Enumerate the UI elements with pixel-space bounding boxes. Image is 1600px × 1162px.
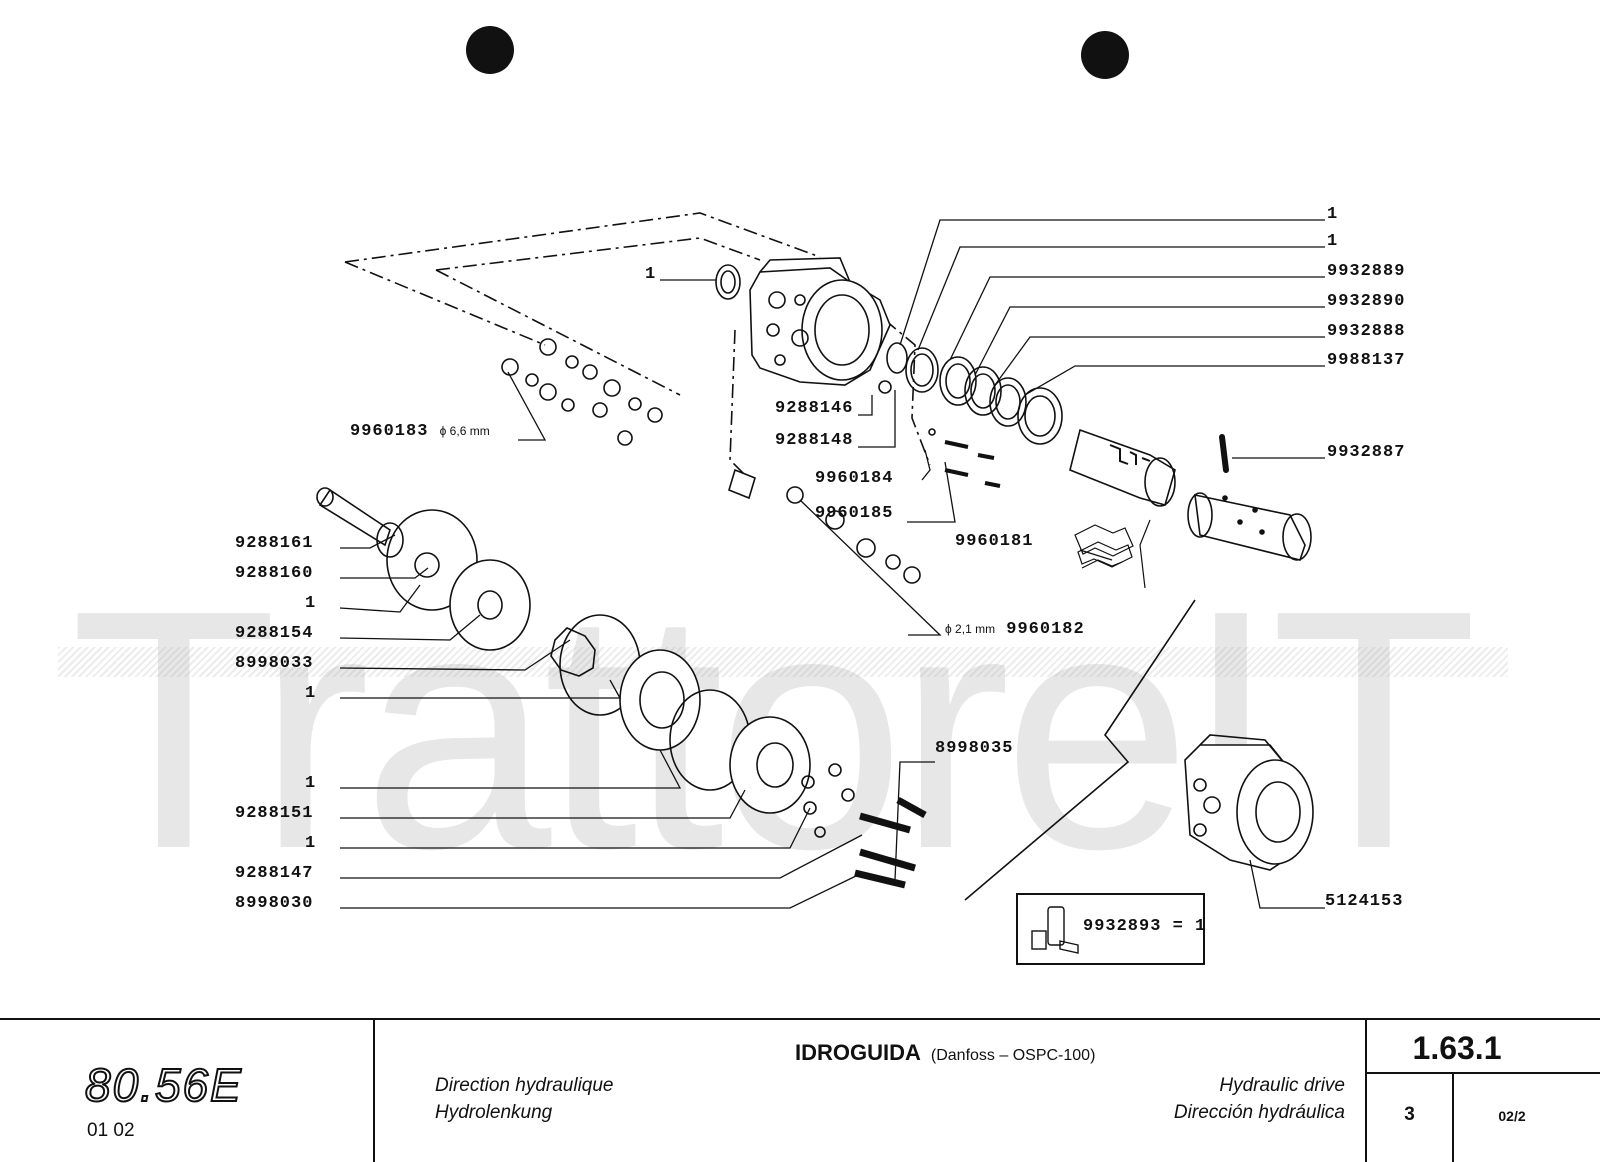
punch-hole-right [1081, 31, 1129, 79]
reference-number: 1.63.1 [1412, 1030, 1502, 1066]
callout-label: 9288154 [235, 624, 314, 643]
callout-label: 9288160 [235, 564, 314, 583]
callout-label: 8998035 [935, 739, 1014, 758]
seal-ring-top [715, 264, 741, 300]
end-cover-bolts [801, 763, 927, 889]
check-valve-parts [728, 380, 1001, 584]
repair-kit-label: 9932893 = 1 [1083, 917, 1207, 936]
callout-label: 1 [305, 834, 317, 853]
assembly-link-line [964, 599, 1196, 901]
repair-kit-icon [1031, 906, 1079, 954]
exploded-parts-diagram [316, 26, 1325, 909]
callout-label-dia: 9960183 ϕ 6,6 mm [350, 422, 490, 441]
assembly-dash-lines [344, 212, 931, 476]
spool-sleeve [1069, 428, 1176, 507]
callout-label: 9960185 [815, 504, 894, 523]
assembled-steering-unit [1184, 734, 1314, 871]
title-french: Direction hydraulique [435, 1075, 614, 1096]
model-codes: 01 02 [87, 1120, 135, 1141]
title-german: Hydrolenkung [435, 1102, 553, 1123]
callout-label: 1 [1327, 232, 1339, 251]
callout-label: 8998030 [235, 894, 314, 913]
model-cell: 80.56E 01 02 [0, 1020, 375, 1162]
cross-pin [1219, 434, 1229, 473]
sheet-number: 3 [1404, 1104, 1415, 1125]
callout-label: 8998033 [235, 654, 314, 673]
reference-cell: 1.63.1 3 02/2 [1365, 1020, 1600, 1162]
steering-unit-housing [749, 257, 891, 386]
callout-label: 9960181 [955, 532, 1034, 551]
callout-label: 9932890 [1327, 292, 1406, 311]
callout-label: 9288148 [775, 431, 854, 450]
callout-label: 9988137 [1327, 351, 1406, 370]
gear-set-parts [386, 509, 811, 814]
centering-springs [1074, 524, 1134, 569]
title-cell: IDROGUIDA(Danfoss – OSPC-100) Direction … [375, 1020, 1365, 1162]
divider [1367, 1072, 1600, 1074]
page-title: IDROGUIDA(Danfoss – OSPC-100) [795, 1040, 1096, 1065]
divider [1452, 1072, 1454, 1162]
leader-lines [339, 219, 1325, 909]
callout-label: 5124153 [1325, 892, 1404, 911]
callout-label: 1 [305, 684, 317, 703]
revision: 02/2 [1498, 1108, 1526, 1124]
callout-label: 9932888 [1327, 322, 1406, 341]
callout-label: 1 [645, 265, 657, 284]
callout-label: 9932887 [1327, 443, 1406, 462]
punch-hole-left [466, 26, 514, 74]
title-block: 80.56E 01 02 IDROGUIDA(Danfoss – OSPC-10… [0, 1018, 1600, 1162]
callout-label: 9932889 [1327, 262, 1406, 281]
title-english: Hydraulic drive [1219, 1075, 1345, 1096]
callout-label: 9288151 [235, 804, 314, 823]
spool [1187, 492, 1312, 561]
callout-label: 1 [1327, 205, 1339, 224]
model-logo: 80.56E [84, 1058, 243, 1112]
callout-label: 1 [305, 594, 317, 613]
callout-label: 9960184 [815, 469, 894, 488]
callout-label: 9288146 [775, 399, 854, 418]
page-subtitle: (Danfoss – OSPC-100) [930, 1047, 1096, 1064]
callout-label-dia: ϕ 2,1 mm 9960182 [945, 620, 1085, 639]
valve-parts-cluster [501, 338, 663, 446]
callout-label: 1 [305, 774, 317, 793]
title-spanish: Dirección hydráulica [1173, 1102, 1345, 1123]
seal-ring-stack [886, 342, 1063, 445]
callout-label: 9288147 [235, 864, 314, 883]
input-shaft [316, 487, 404, 558]
callout-label: 9288161 [235, 534, 314, 553]
repair-kit-box: 9932893 = 1 [1016, 893, 1205, 965]
